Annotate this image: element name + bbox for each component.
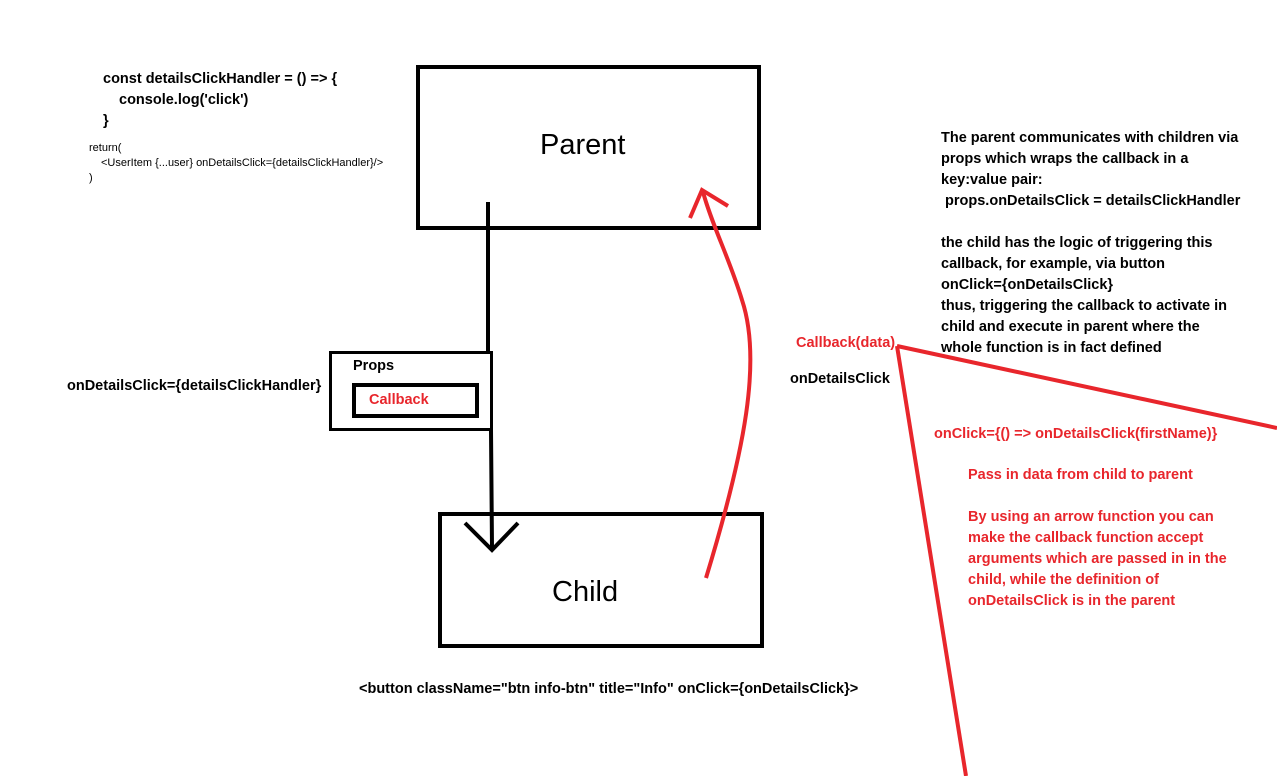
props-box: Props Callback [329, 351, 493, 431]
props-assignment-text: onDetailsClick={detailsClickHandler} [67, 378, 322, 394]
onclick-arrow-function-text: onClick={() => onDetailsClick(firstName)… [934, 426, 1218, 442]
explanation-line: props which wraps the callback in a [941, 151, 1189, 167]
red-note-line: By using an arrow function you can [968, 509, 1214, 525]
explanation-line [941, 212, 1240, 233]
explanation-line: key:value pair: [941, 172, 1043, 188]
props-label: Props [353, 358, 395, 374]
explanation-line: callback, for example, via button [941, 256, 1166, 272]
code-line-console-log: console.log('click') [119, 92, 249, 108]
red-note-text: Pass in data from child to parent By usi… [968, 465, 1227, 612]
explanation-line: whole function is in fact defined [941, 340, 1162, 356]
parent-label: Parent [540, 129, 626, 161]
explanation-line: child and execute in parent where the [941, 319, 1200, 335]
callback-data-label: Callback(data) [796, 335, 896, 351]
on-details-click-label: onDetailsClick [790, 371, 890, 387]
parent-box: Parent [416, 65, 761, 230]
explanation-text: The parent communicates with children vi… [941, 128, 1240, 359]
red-note-line: onDetailsClick is in the parent [968, 593, 1176, 609]
callback-data-line-right [896, 344, 1277, 430]
props-flow-arrow [486, 202, 494, 549]
red-note-line: child, while the definition of [968, 572, 1159, 588]
red-note-line: arguments which are passed in in the [968, 551, 1227, 567]
props-flow-arrowhead [463, 521, 520, 553]
explanation-line: props.onDetailsClick = detailsClickHandl… [941, 193, 1241, 209]
code-line-handler-declaration: const detailsClickHandler = () => { [103, 71, 338, 87]
explanation-line: The parent communicates with children vi… [941, 130, 1239, 146]
callback-flow-arrowhead [688, 187, 730, 219]
code-line-user-item: <UserItem {...user} onDetailsClick={deta… [101, 157, 384, 169]
button-code-text: <button className="btn info-btn" title="… [359, 681, 859, 697]
explanation-line: onClick={onDetailsClick} [941, 277, 1114, 293]
code-line-return: return( [89, 142, 122, 154]
callback-label: Callback [369, 392, 429, 408]
callback-flow-arrow [701, 191, 753, 579]
callback-data-line-down [895, 345, 968, 776]
child-label: Child [552, 576, 619, 608]
code-line-close-brace: } [103, 113, 109, 129]
explanation-line: thus, triggering the callback to activat… [941, 298, 1228, 314]
code-line-close-paren: ) [89, 172, 93, 184]
red-note-line: make the callback function accept [968, 530, 1204, 546]
red-note-line [968, 486, 1227, 507]
red-note-line: Pass in data from child to parent [968, 467, 1193, 483]
explanation-line: the child has the logic of triggering th… [941, 235, 1213, 251]
callback-box: Callback [352, 383, 479, 418]
child-box: Child [438, 512, 764, 648]
